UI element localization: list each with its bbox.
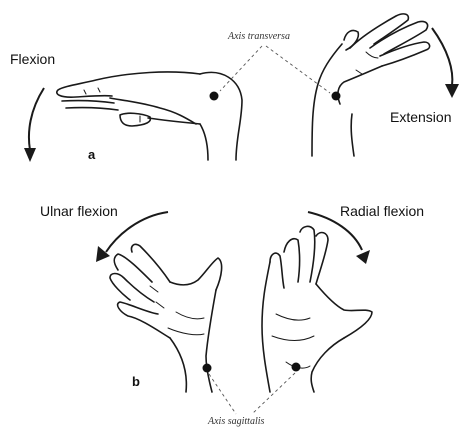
extension-label: Extension: [390, 109, 451, 125]
panel-a: Flexion a Axis transversa: [10, 13, 459, 162]
transverse-axis-dot-right: [331, 91, 341, 101]
ulnar-flexion-label: Ulnar flexion: [40, 203, 118, 219]
transverse-axis-dot-left: [209, 91, 219, 101]
flexion-arrow: [24, 87, 45, 162]
panel-b-label: b: [132, 374, 140, 389]
panel-b: Ulnar flexion Radial flexion b: [40, 203, 424, 427]
ulnar-flexion-arrow: [96, 211, 169, 262]
axis-sagittalis-label: Axis sagittalis: [207, 416, 265, 427]
radial-flexion-label: Radial flexion: [340, 203, 424, 219]
axis-sagittalis-leader-left: [208, 373, 237, 415]
radial-hand-drawing: [261, 225, 373, 393]
flexed-hand-drawing: [56, 71, 243, 161]
ulnar-hand-drawing: [109, 243, 223, 393]
extension-arrow: [431, 27, 459, 98]
axis-transversa-label: Axis transversa: [227, 31, 290, 42]
panel-a-label: a: [88, 147, 96, 162]
axis-transversa-leader-right: [265, 45, 331, 94]
extended-hand-drawing: [311, 13, 431, 157]
sagittal-axis-dot-left: [202, 363, 212, 373]
radial-flexion-arrow: [307, 211, 370, 264]
sagittal-axis-dot-right: [291, 362, 301, 372]
flexion-label: Flexion: [10, 51, 55, 67]
axis-transversa-leader-left: [219, 45, 263, 92]
axis-sagittalis-leader-right: [251, 372, 296, 415]
